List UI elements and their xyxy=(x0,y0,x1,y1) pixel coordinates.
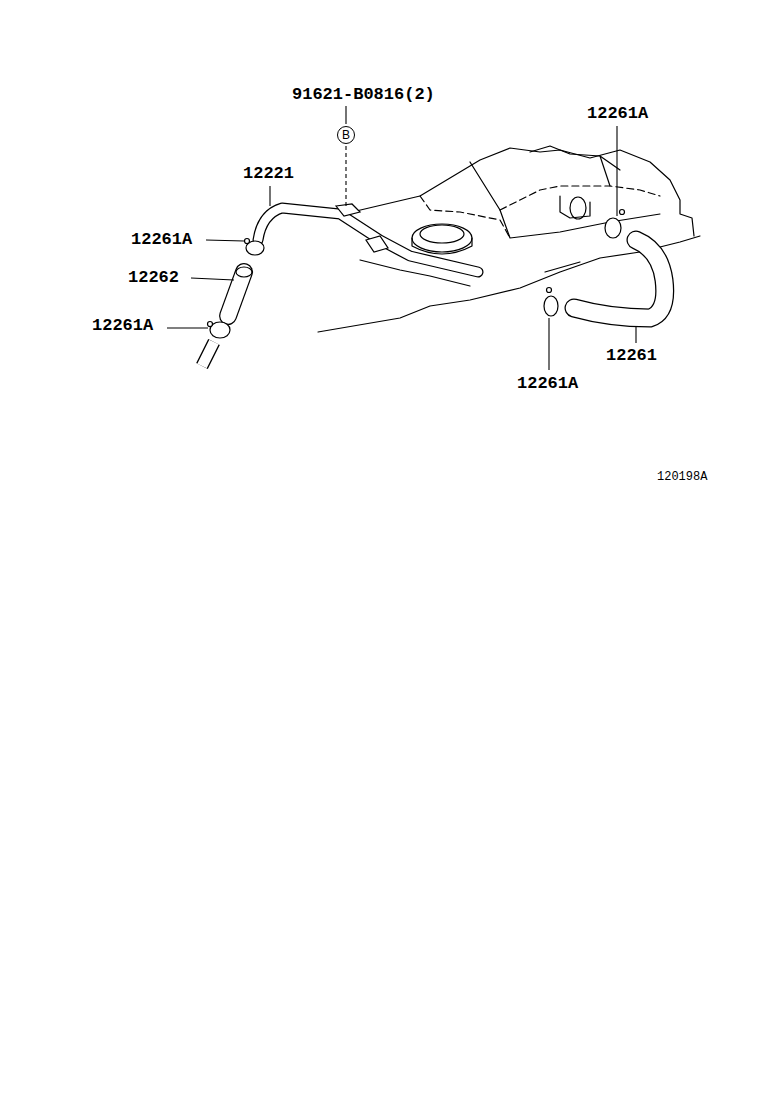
pipe-bracket xyxy=(336,204,360,216)
engine-outline xyxy=(545,262,580,272)
callout-number: 12221 xyxy=(243,165,294,182)
hose xyxy=(574,240,665,318)
engine-outline xyxy=(352,148,694,236)
engine-outline xyxy=(530,146,620,170)
part-number: 12261A xyxy=(517,375,578,392)
oil-cap xyxy=(412,224,472,252)
leader-line xyxy=(548,318,549,370)
part-number: 91621-B0816(2) xyxy=(292,86,435,103)
pipe-stub xyxy=(202,342,214,366)
hose xyxy=(236,267,252,277)
leader-line xyxy=(345,106,346,124)
oil-cap xyxy=(420,225,464,243)
leader-line xyxy=(269,186,270,206)
engine-outline xyxy=(420,196,510,238)
engine-outline xyxy=(318,236,700,332)
leader-line xyxy=(616,126,617,216)
water-pipe xyxy=(258,208,478,272)
part-number: 12261A xyxy=(131,231,192,248)
figure-code: 120198A xyxy=(657,471,707,483)
water-pipe xyxy=(258,208,478,272)
hose xyxy=(228,272,244,316)
leader-line xyxy=(191,278,234,280)
hose-clamp xyxy=(208,322,213,327)
hose-clamp xyxy=(544,296,558,316)
outlet-stub xyxy=(570,197,586,219)
hose xyxy=(228,272,244,316)
callout-number: 12261 xyxy=(606,347,657,364)
reference-circle: B xyxy=(337,126,355,144)
leader-line xyxy=(635,326,636,343)
hose-clamp xyxy=(620,210,625,215)
hose-clamp xyxy=(547,288,552,293)
leader-line xyxy=(345,146,346,206)
leader-line xyxy=(167,327,208,328)
part-number: 12261A xyxy=(92,317,153,334)
engine-outline xyxy=(500,186,660,210)
engine-outline xyxy=(600,156,610,186)
hose-clamp xyxy=(605,218,621,238)
hose-clamp xyxy=(245,239,250,244)
reference-letter: B xyxy=(342,129,350,141)
pipe-bracket xyxy=(366,236,388,252)
outlet-stub xyxy=(560,196,590,218)
callout-number: 12262 xyxy=(128,269,179,286)
leader-line xyxy=(206,240,244,241)
engine-outline xyxy=(470,162,660,238)
oil-cap xyxy=(412,238,472,254)
hose xyxy=(574,240,665,318)
part-number: 12261A xyxy=(587,105,648,122)
pipe-stub xyxy=(202,342,214,366)
